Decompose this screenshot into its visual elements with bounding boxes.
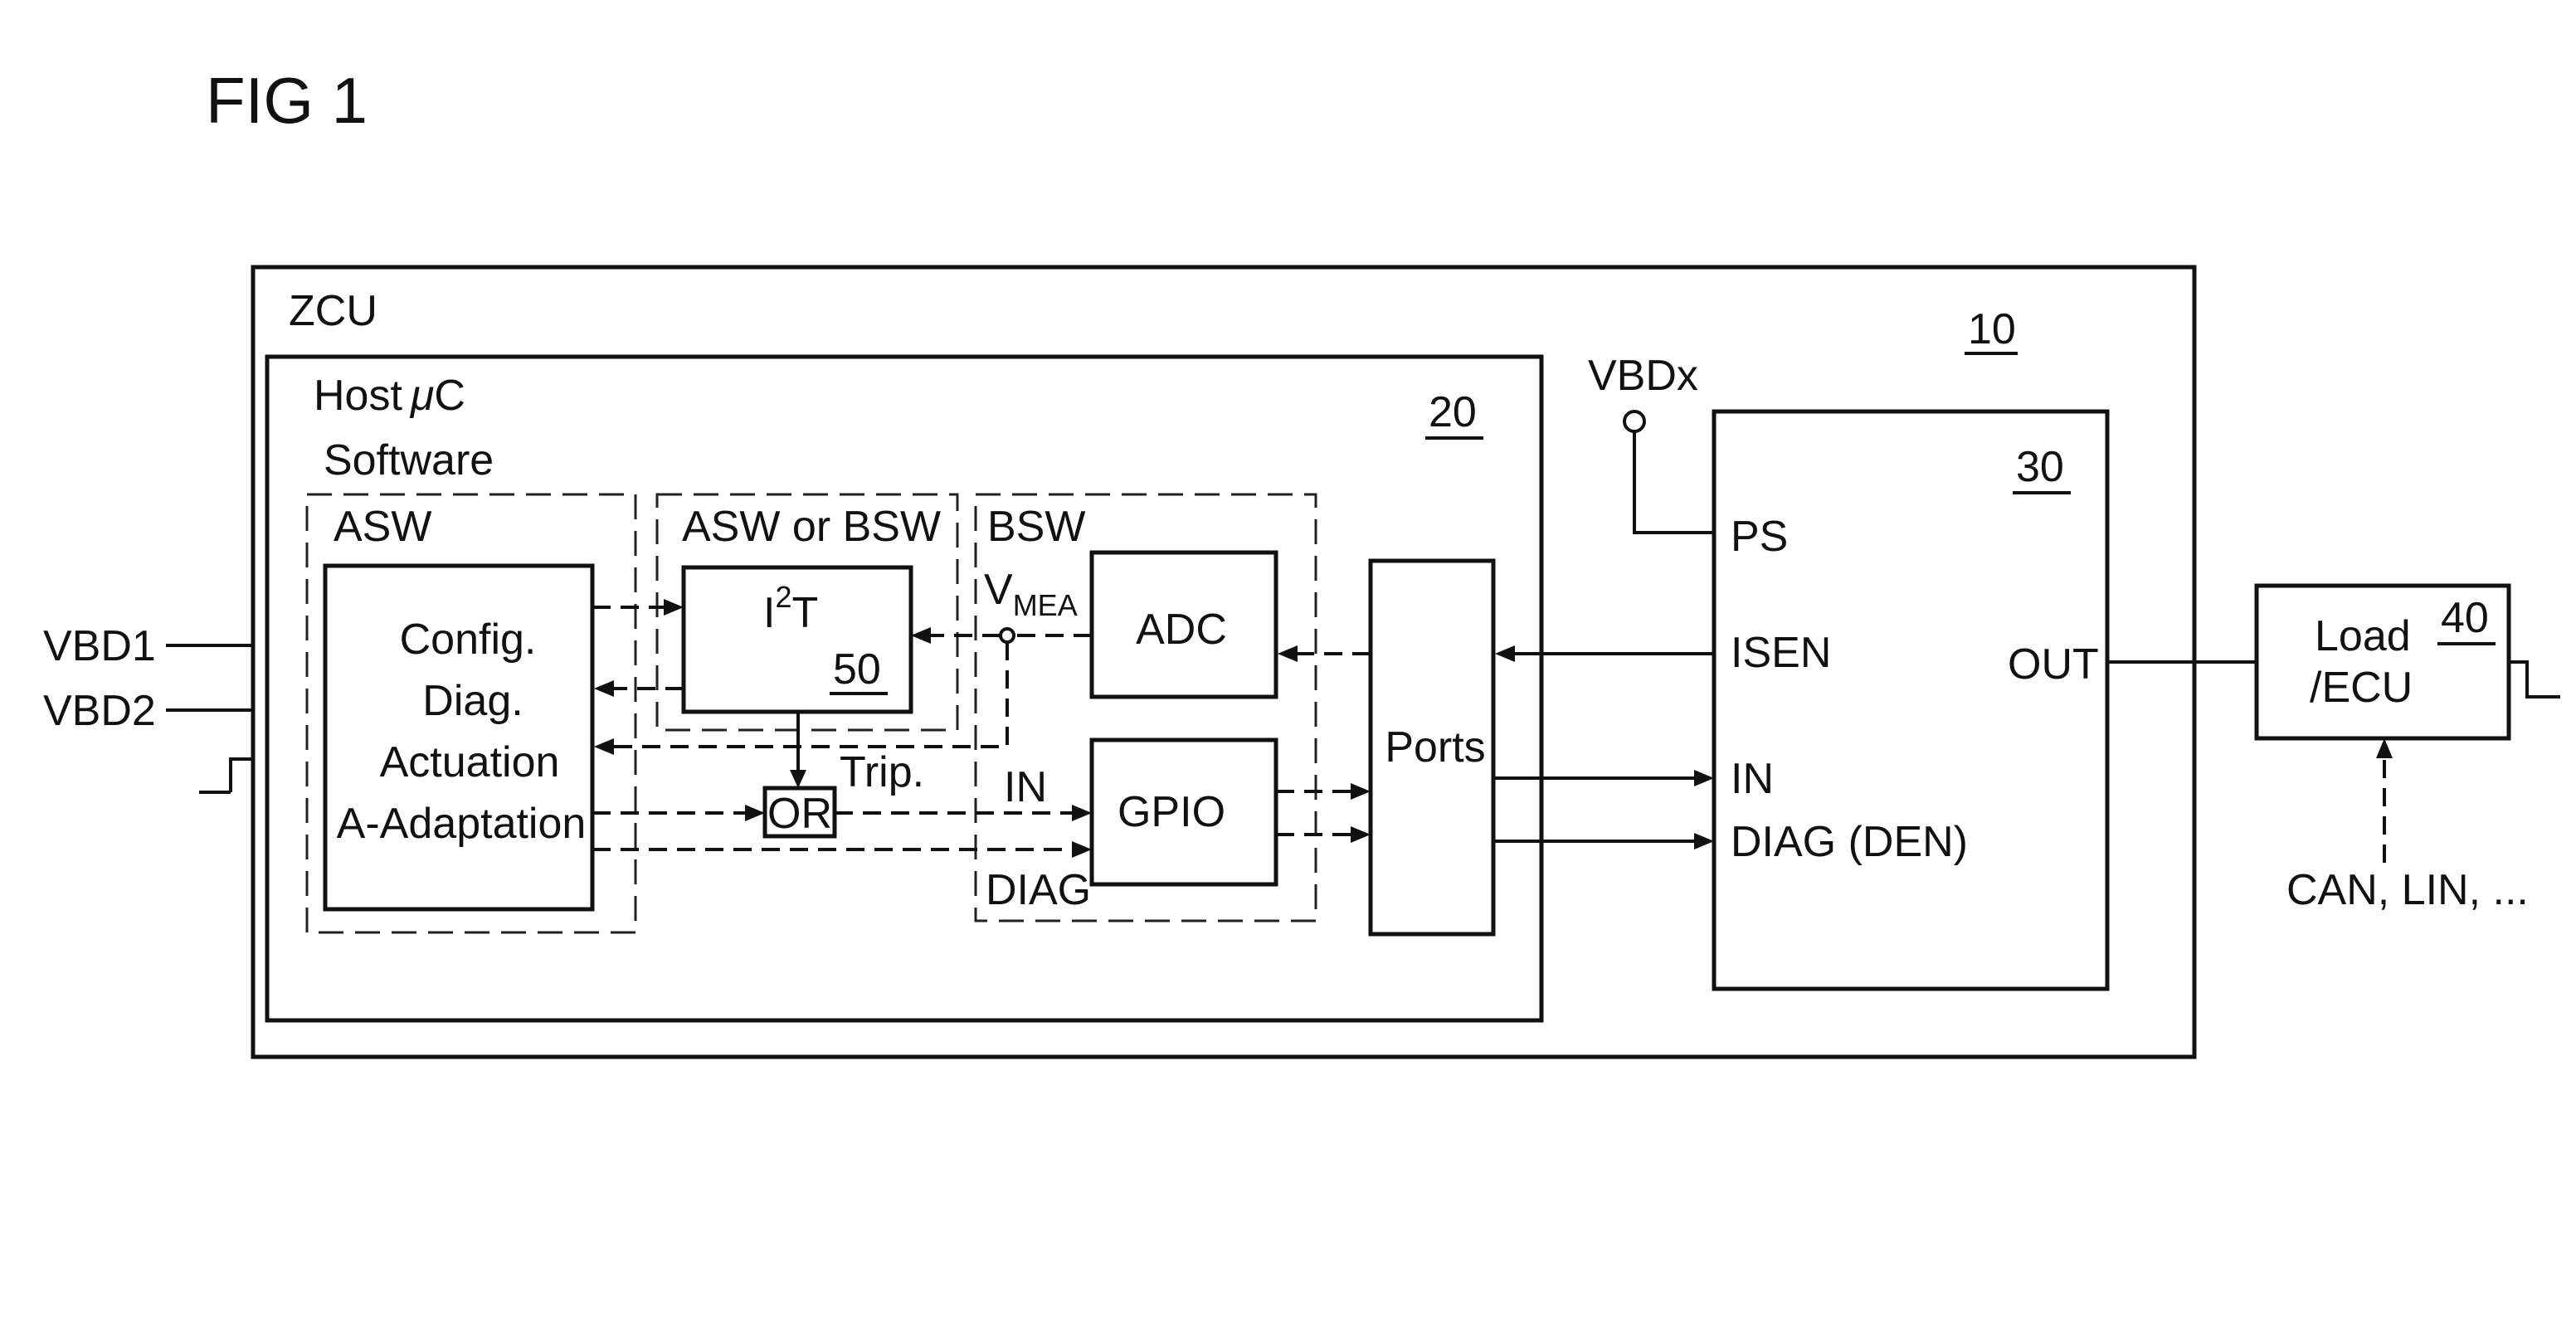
node-to-asw-arrow: [594, 738, 614, 755]
ports-label: Ports: [1385, 723, 1485, 772]
node-to-asw-line: [606, 642, 1009, 748]
switch-ref: 30: [2016, 443, 2064, 491]
i2t-label: I2T: [763, 580, 818, 637]
asw-or-bsw-group: [655, 493, 959, 732]
or-to-gpio-arrow: [1072, 805, 1092, 821]
in-signal-label: IN: [1004, 763, 1047, 811]
i2t-to-asw-arrow: [594, 680, 614, 697]
i2t-ref: 50: [833, 645, 881, 694]
vmea-label: VMEA: [984, 566, 1078, 622]
ground-icon-right: [2509, 660, 2560, 699]
zcu-label: ZCU: [289, 287, 377, 335]
asw-function-config: Config.: [400, 616, 537, 664]
ports-box: [1368, 558, 1496, 937]
vbd1-label: VBD1: [43, 622, 156, 670]
trip-label: Trip.: [840, 748, 924, 796]
figure-title: FIG 1: [206, 64, 368, 137]
gpio-to-ports-arrow-1: [1351, 783, 1371, 800]
zcu-ref: 10: [1968, 305, 2016, 353]
trip-arrow: [790, 770, 806, 788]
isen-to-ports-arrow: [1495, 645, 1515, 662]
load-line1: Load: [2315, 612, 2411, 660]
ports-to-adc-arrow: [1278, 645, 1298, 662]
gpio-to-ports-arrow-2: [1351, 826, 1371, 843]
gpio-label: GPIO: [1118, 788, 1225, 836]
switch-out-label: OUT: [2008, 640, 2099, 689]
node-to-i2t-arrow: [911, 627, 931, 644]
diag-signal-label: DIAG: [986, 866, 1091, 914]
asw-to-gpio-diag-arrow: [1072, 841, 1092, 858]
bsw-label: BSW: [987, 503, 1085, 551]
switch-diag-label: DIAG (DEN): [1731, 818, 1968, 866]
asw-label: ASW: [334, 503, 431, 551]
ports-to-in-arrow: [1694, 770, 1714, 786]
adc-box: [1089, 550, 1278, 699]
load-ref: 40: [2441, 594, 2489, 642]
ground-icon-left: [199, 757, 253, 794]
vmea-node: [999, 627, 1015, 644]
or-gate-label: OR: [767, 790, 832, 838]
vbdx-line: [1633, 431, 1714, 534]
switch-isen-label: ISEN: [1731, 629, 1831, 677]
vbdx-terminal: [1623, 410, 1646, 433]
switch-ps-label: PS: [1731, 513, 1788, 561]
vbdx-label: VBDx: [1588, 352, 1698, 400]
host-software-label: Software: [324, 436, 494, 484]
ports-to-diag-arrow: [1694, 833, 1714, 849]
asw-function-diag: Diag.: [422, 677, 523, 725]
asw-or-bsw-label: ASW or BSW: [682, 503, 941, 551]
bus-label: CAN, LIN, ...: [2286, 866, 2529, 914]
asw-group: [305, 493, 637, 934]
asw-to-i2t-arrow: [664, 599, 684, 616]
host-ref: 20: [1429, 388, 1477, 436]
asw-function-box: [323, 563, 595, 912]
host-uc-box: [265, 354, 1544, 1023]
switch-device-box: [1712, 409, 2110, 991]
asw-to-or-arrow: [745, 805, 765, 821]
gpio-box: [1089, 737, 1278, 887]
asw-function-adaptation: A-Adaptation: [337, 800, 587, 848]
vbd2-label: VBD2: [43, 687, 156, 735]
load-line2: /ECU: [2310, 664, 2413, 712]
zcu-box: [251, 265, 2197, 1059]
adc-label: ADC: [1136, 606, 1227, 654]
asw-function-actuation: Actuation: [380, 738, 560, 786]
switch-in-label: IN: [1731, 755, 1774, 803]
bus-arrow: [2376, 738, 2393, 758]
bsw-group: [974, 493, 1317, 922]
